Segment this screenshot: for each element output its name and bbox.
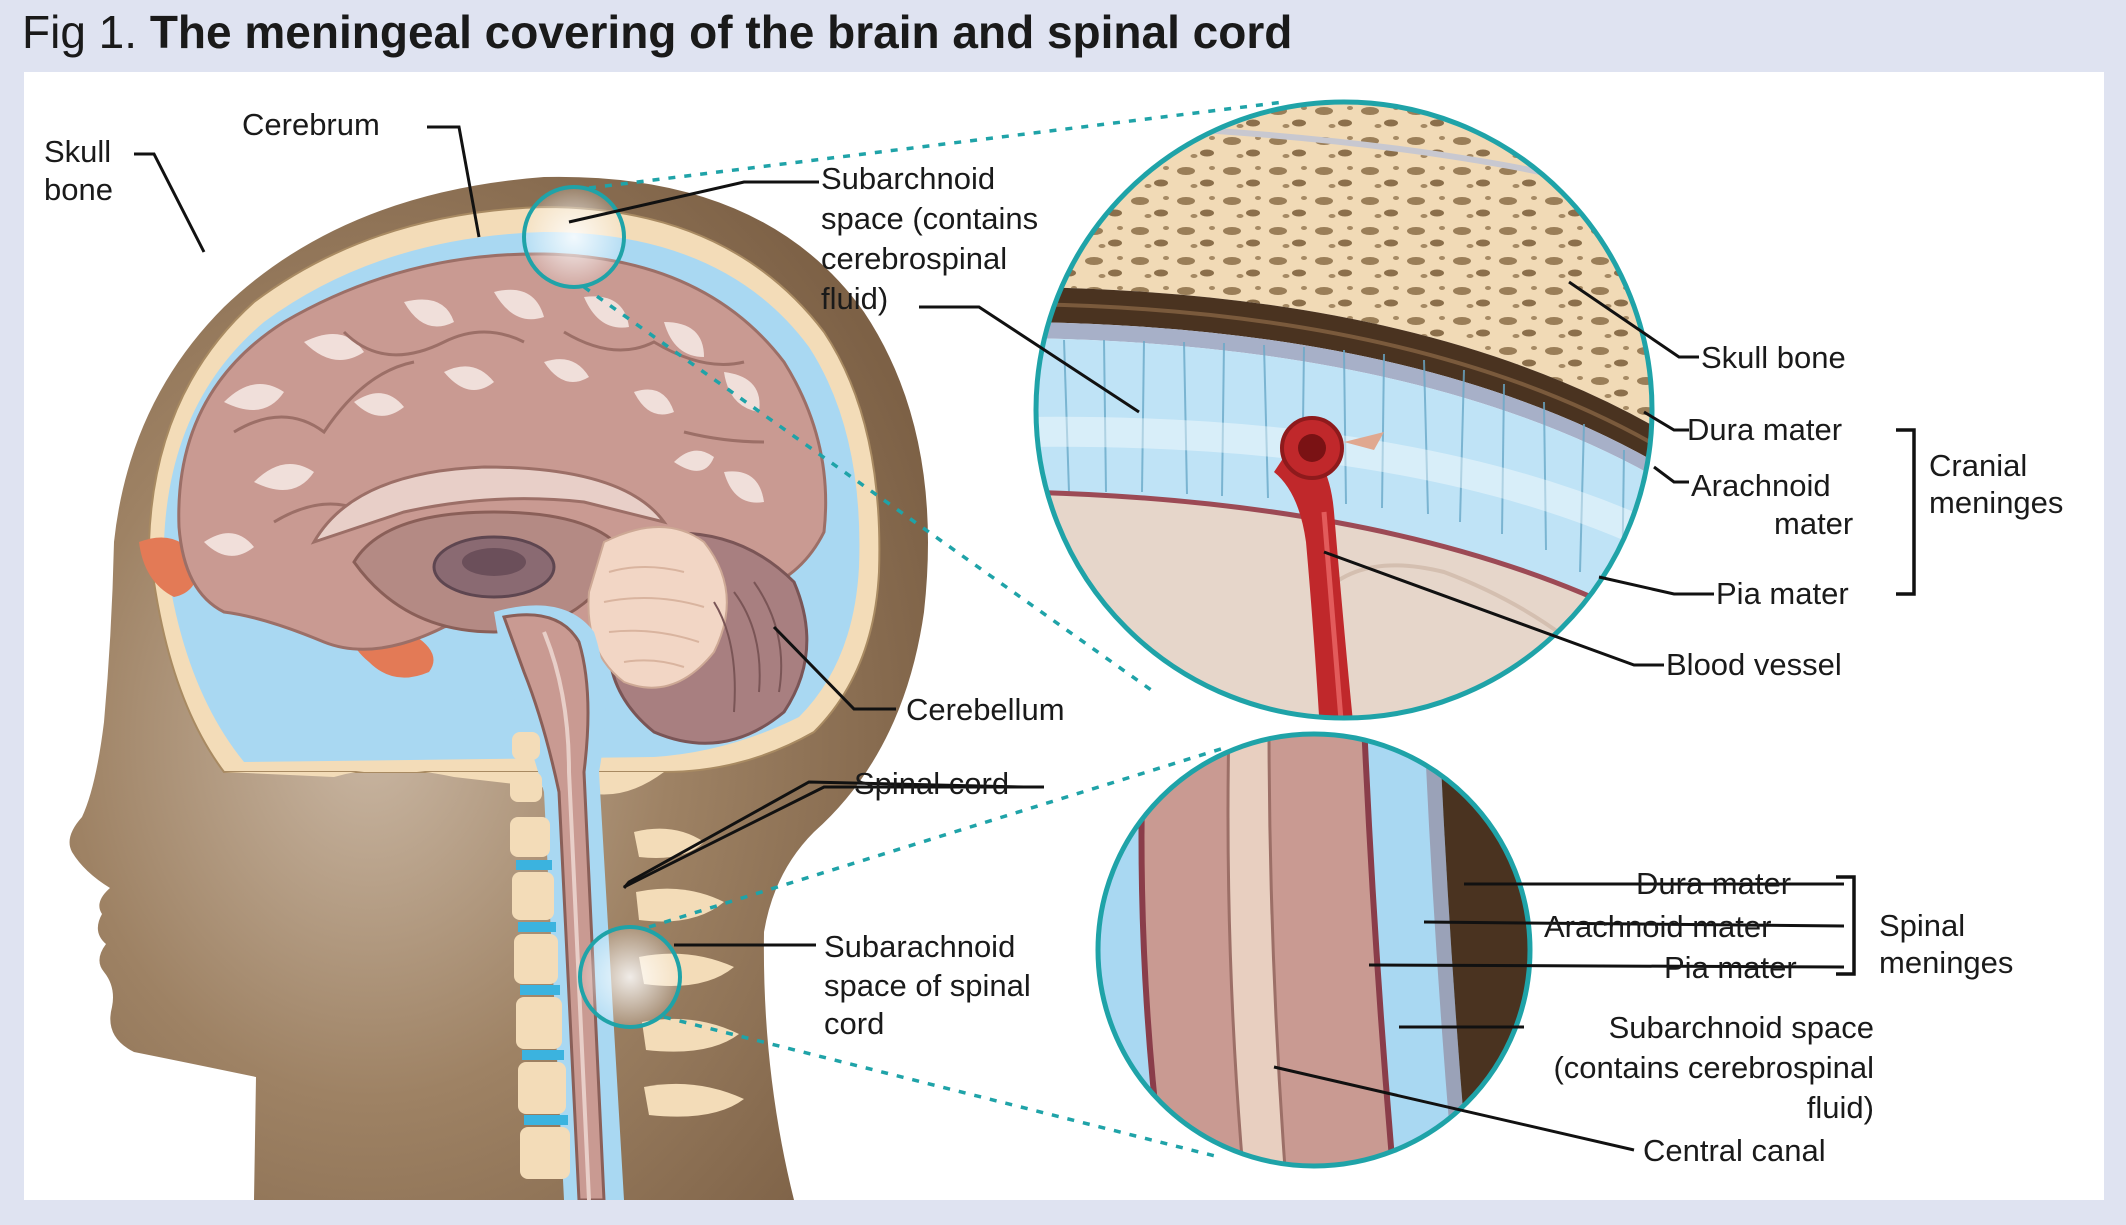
label-dura-cranial: Dura mater (1687, 412, 1842, 447)
label-cranial-meninges-line2: meninges (1929, 485, 2063, 520)
label-skull-bone-zoom: Skull bone (1701, 340, 1846, 375)
brainstem-spinal-cord (494, 605, 624, 1200)
figure-panel: Skull bone Cerebrum Subarchnoid space (c… (24, 72, 2104, 1200)
label-pia-spinal: Pia mater (1664, 950, 1797, 985)
label-arachnoid-cranial-line2: mater (1774, 506, 1853, 541)
figure-title: Fig 1. The meningeal covering of the bra… (22, 0, 1292, 64)
label-central-canal: Central canal (1643, 1133, 1826, 1168)
label-pia-cranial: Pia mater (1716, 576, 1849, 611)
cranial-meninges-bracket (1896, 428, 1916, 596)
cranial-zoom-view (1033, 99, 1655, 721)
label-sub-csf-line1: Subarchnoid space (1609, 1010, 1874, 1045)
label-spinal-meninges-line2: meninges (1879, 945, 2013, 980)
label-cerebrum: Cerebrum (242, 107, 380, 142)
zoom-marker-cranial (522, 185, 626, 289)
cerebrum-illustration (177, 252, 828, 651)
label-arachnoid-cranial-line1: Arachnoid (1691, 468, 1831, 503)
label-skull-bone-line2: bone (44, 172, 113, 207)
label-subarachnoid-line2: space (contains (821, 201, 1038, 236)
label-sub-spinal-line1: Subarachnoid (824, 929, 1015, 964)
label-arachnoid-spinal: Arachnoid mater (1544, 909, 1771, 944)
label-blood-vessel: Blood vessel (1666, 647, 1842, 682)
label-sub-csf-line2: (contains cerebrospinal (1553, 1050, 1874, 1085)
label-sub-spinal-line2: space of spinal (824, 968, 1031, 1003)
label-sub-spinal-line3: cord (824, 1006, 884, 1041)
figure-number: Fig 1. (22, 6, 138, 58)
label-sub-csf-line3: fluid) (1807, 1090, 1874, 1125)
label-spinal-meninges-line1: Spinal (1879, 908, 1965, 943)
zoom-marker-spinal (578, 925, 682, 1029)
cerebellum-illustration (587, 526, 809, 745)
label-subarachnoid-line3: cerebrospinal (821, 241, 1007, 276)
label-cranial-meninges-line1: Cranial (1929, 448, 2027, 483)
label-skull-bone-line1: Skull (44, 134, 111, 169)
spinal-meninges-bracket (1836, 875, 1856, 976)
figure-heading: The meningeal covering of the brain and … (149, 6, 1293, 58)
label-subarachnoid-line4: fluid) (821, 281, 888, 316)
label-cerebellum: Cerebellum (906, 692, 1065, 727)
meninges-illustration: Skull bone Cerebrum Subarchnoid space (c… (44, 99, 2063, 1200)
label-spinal-cord: Spinal cord (854, 766, 1009, 801)
label-dura-spinal: Dura mater (1636, 866, 1791, 901)
label-subarachnoid-line1: Subarchnoid (821, 161, 995, 196)
